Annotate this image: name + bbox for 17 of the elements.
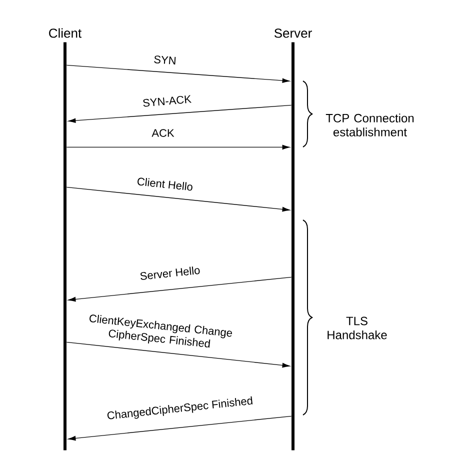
edge-label: Server Hello xyxy=(140,266,200,280)
lifeline-heading: Server xyxy=(274,28,312,38)
lifeline-heading: Client xyxy=(49,28,82,38)
arrow xyxy=(68,104,292,123)
arrow xyxy=(66,342,290,368)
edge-label: Client Hello xyxy=(138,178,192,191)
edge-label: SYN-ACK xyxy=(143,95,192,107)
edge-label: ACK xyxy=(152,129,174,137)
arrow xyxy=(68,276,292,302)
edge-label: ChangedCipherSpec Finished xyxy=(107,396,253,420)
edge-label: SYN xyxy=(154,56,176,64)
brace-label: TLS Handshake xyxy=(328,316,387,340)
brace-label: TCP Connection establishment xyxy=(326,114,414,136)
arrow xyxy=(66,186,290,212)
arrow xyxy=(68,416,292,441)
arrow xyxy=(66,64,290,83)
arrow xyxy=(66,144,290,150)
